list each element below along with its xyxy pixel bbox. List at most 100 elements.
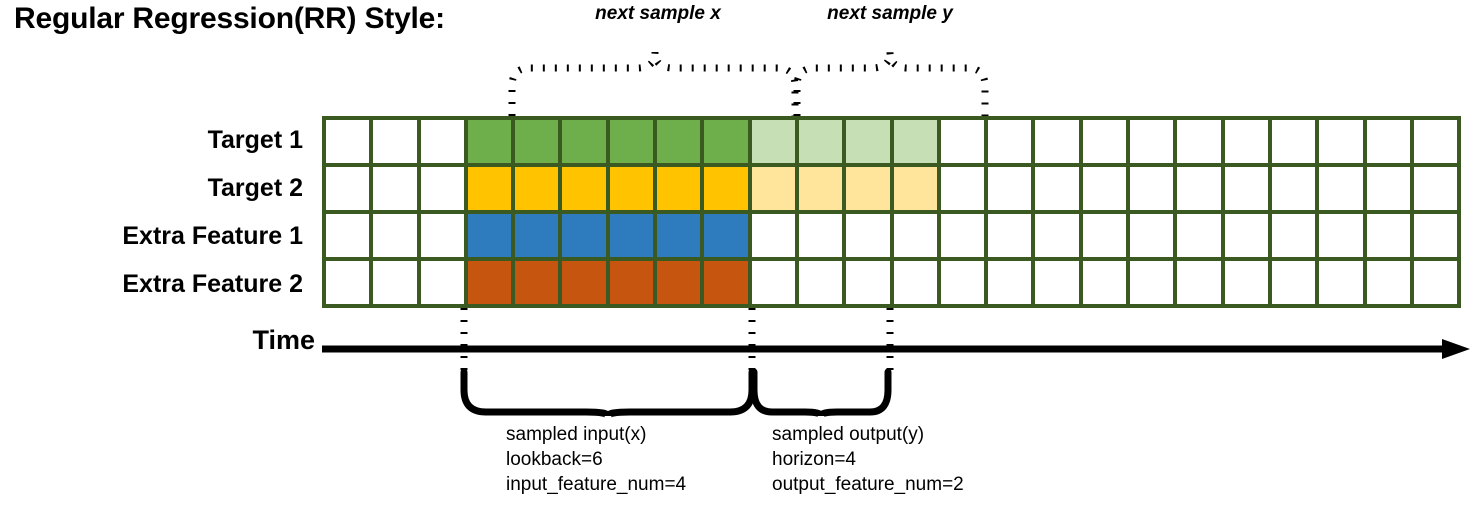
grid-cell-r2-c1 (326, 167, 370, 210)
caption-input-line-2: lookback=6 (506, 449, 603, 470)
grid-cell-r2-c23 (1366, 167, 1410, 210)
grid-cell-r2-c6 (562, 167, 606, 210)
grid-cell-r4-c5 (515, 261, 559, 304)
grid-cell-r4-c14 (940, 261, 985, 304)
grid-cell-r2-c22 (1319, 167, 1363, 210)
grid-cell-r2-c12 (846, 167, 890, 210)
timeline-row-3 (326, 214, 1458, 257)
grid-cell-r3-c3 (420, 214, 464, 257)
grid-cell-r1-c14 (940, 120, 985, 163)
grid-cell-r2-c10 (751, 167, 795, 210)
grid-cell-r3-c16 (1035, 214, 1079, 257)
grid-cell-r2-c15 (988, 167, 1032, 210)
row-label-target-1: Target 1 (207, 126, 303, 154)
caption-output-line-3: output_feature_num=2 (772, 474, 964, 495)
grid-cell-r1-c24 (1413, 120, 1458, 163)
grid-cell-r1-c10 (751, 120, 795, 163)
dotted-brace-next-sample-y (793, 51, 989, 116)
brace-sampled-input (460, 368, 756, 418)
grid-cell-r2-c19 (1177, 167, 1221, 210)
grid-cell-r1-c4 (467, 120, 512, 163)
caption-sampled-input: sampled input(x) lookback=6 input_featur… (506, 422, 686, 497)
grid-cell-r3-c20 (1224, 214, 1268, 257)
grid-cell-r2-c5 (515, 167, 559, 210)
grid-cell-r1-c16 (1035, 120, 1079, 163)
row-label-extra-feature-2: Extra Feature 2 (122, 270, 303, 298)
grid-cell-r3-c12 (846, 214, 890, 257)
timeline-row-2 (326, 167, 1458, 210)
grid-cell-r4-c7 (609, 261, 654, 304)
grid-cell-r4-c15 (988, 261, 1032, 304)
grid-cell-r1-c8 (657, 120, 701, 163)
timeline-grid (322, 116, 1461, 308)
grid-cell-r3-c5 (515, 214, 559, 257)
grid-cell-r2-c20 (1224, 167, 1268, 210)
grid-cell-r1-c11 (798, 120, 843, 163)
grid-cell-r3-c11 (798, 214, 843, 257)
grid-cell-r4-c21 (1271, 261, 1316, 304)
time-axis-label: Time (252, 325, 315, 355)
brace-sampled-output (750, 368, 892, 418)
grid-cell-r1-c5 (515, 120, 559, 163)
page-title: Regular Regression(RR) Style: (14, 2, 445, 35)
grid-cell-r3-c15 (988, 214, 1032, 257)
grid-cell-r2-c13 (893, 167, 937, 210)
grid-cell-r3-c13 (893, 214, 937, 257)
annotation-next-sample-y: next sample y (827, 3, 953, 24)
grid-cell-r1-c9 (704, 120, 748, 163)
grid-cell-r4-c16 (1035, 261, 1079, 304)
grid-cell-r2-c11 (798, 167, 843, 210)
grid-cell-r4-c4 (467, 261, 512, 304)
grid-cell-r2-c7 (609, 167, 654, 210)
grid-cell-r2-c9 (704, 167, 748, 210)
grid-cell-r4-c6 (562, 261, 606, 304)
grid-cell-r1-c18 (1130, 120, 1174, 163)
grid-cell-r1-c2 (373, 120, 417, 163)
grid-cell-r1-c20 (1224, 120, 1268, 163)
grid-cell-r1-c23 (1366, 120, 1410, 163)
grid-cell-r3-c23 (1366, 214, 1410, 257)
grid-cell-r4-c10 (751, 261, 795, 304)
grid-cell-r2-c3 (420, 167, 464, 210)
grid-cell-r4-c19 (1177, 261, 1221, 304)
time-axis-arrow (322, 339, 1470, 359)
grid-cell-r4-c13 (893, 261, 937, 304)
grid-cell-r4-c12 (846, 261, 890, 304)
grid-cell-r1-c6 (562, 120, 606, 163)
timeline-row-1 (326, 120, 1458, 163)
grid-cell-r2-c14 (940, 167, 985, 210)
grid-cell-r4-c3 (420, 261, 464, 304)
grid-cell-r1-c21 (1271, 120, 1316, 163)
grid-cell-r3-c2 (373, 214, 417, 257)
caption-output-line-1: sampled output(y) (772, 424, 925, 445)
row-label-column: Target 1 Target 2 Extra Feature 1 Extra … (40, 116, 315, 308)
grid-cell-r4-c20 (1224, 261, 1268, 304)
grid-cell-r1-c19 (1177, 120, 1221, 163)
caption-sampled-output: sampled output(y) horizon=4 output_featu… (772, 422, 964, 497)
grid-cell-r3-c10 (751, 214, 795, 257)
grid-cell-r3-c18 (1130, 214, 1174, 257)
caption-input-line-1: sampled input(x) (506, 424, 647, 445)
grid-cell-r1-c3 (420, 120, 464, 163)
row-label-extra-feature-1: Extra Feature 1 (122, 222, 303, 250)
grid-cell-r1-c1 (326, 120, 370, 163)
grid-cell-r1-c15 (988, 120, 1032, 163)
grid-cell-r2-c4 (467, 167, 512, 210)
grid-cell-r3-c21 (1271, 214, 1316, 257)
caption-output-line-2: horizon=4 (772, 449, 856, 470)
grid-cell-r2-c21 (1271, 167, 1316, 210)
dotted-brace-next-sample-x (508, 51, 799, 116)
grid-cell-r3-c7 (609, 214, 654, 257)
grid-cell-r3-c14 (940, 214, 985, 257)
grid-cell-r4-c9 (704, 261, 748, 304)
grid-cell-r4-c1 (326, 261, 370, 304)
grid-cell-r4-c17 (1082, 261, 1127, 304)
grid-cell-r3-c19 (1177, 214, 1221, 257)
grid-cell-r4-c24 (1413, 261, 1458, 304)
grid-cell-r2-c17 (1082, 167, 1127, 210)
grid-cell-r4-c23 (1366, 261, 1410, 304)
grid-cell-r1-c13 (893, 120, 937, 163)
grid-cell-r2-c18 (1130, 167, 1174, 210)
grid-cell-r1-c17 (1082, 120, 1127, 163)
